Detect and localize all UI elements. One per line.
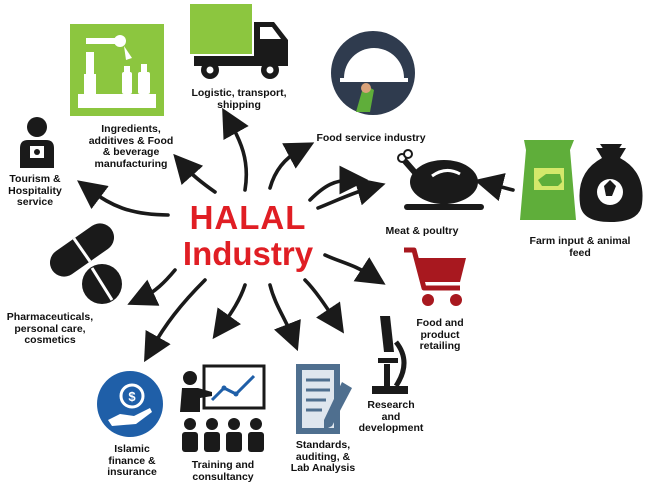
arrow-retail bbox=[323, 253, 386, 285]
arrow-meat-2 bbox=[308, 165, 369, 202]
label-ingredients: Ingredients, additives & Food & beverage… bbox=[88, 123, 174, 170]
label-farm: Farm input & animal feed bbox=[529, 235, 631, 259]
tray-icon bbox=[331, 31, 415, 115]
arrow-tourism bbox=[77, 180, 170, 217]
label-food-retail: Food and product retailing bbox=[416, 317, 464, 352]
label-meat: Meat & poultry bbox=[385, 225, 459, 237]
arrow-food-service bbox=[268, 142, 315, 190]
label-research: Research and development bbox=[358, 399, 424, 434]
coin-hand-icon: $ bbox=[97, 371, 163, 437]
person-badge-icon bbox=[20, 117, 54, 168]
truck-icon bbox=[190, 4, 288, 79]
arrow-training bbox=[212, 283, 247, 340]
arrow-research bbox=[303, 278, 344, 334]
feed-bags-icon bbox=[520, 140, 643, 222]
microscope-icon bbox=[372, 316, 408, 394]
label-food-service: Food service industry bbox=[316, 132, 426, 144]
presenter-icon bbox=[180, 364, 266, 452]
svg-text:$: $ bbox=[128, 389, 136, 404]
label-finance: Islamic finance & insurance bbox=[107, 443, 157, 478]
lab-icon bbox=[70, 24, 164, 116]
label-training: Training and consultancy bbox=[191, 459, 255, 483]
title-halal: HALAL bbox=[189, 199, 307, 236]
arrow-ingredients bbox=[173, 153, 217, 194]
center-title: HALAL Industry bbox=[168, 200, 328, 272]
arrow-standards bbox=[268, 283, 301, 352]
arrow-pharma bbox=[127, 268, 177, 306]
cart-icon bbox=[404, 247, 466, 306]
arrow-farm bbox=[474, 173, 515, 202]
label-standards: Standards, auditing, & Lab Analysis bbox=[290, 439, 356, 474]
label-pharma: Pharmaceuticals, personal care, cosmetic… bbox=[6, 311, 94, 346]
pill-icon bbox=[49, 223, 122, 304]
label-tourism: Tourism & Hospitality service bbox=[8, 173, 62, 208]
label-logistic: Logistic, transport, shipping bbox=[191, 87, 287, 111]
title-industry: Industry bbox=[182, 235, 314, 272]
arrow-logistic bbox=[222, 107, 249, 192]
document-icon bbox=[296, 364, 352, 434]
chicken-icon bbox=[397, 149, 484, 210]
arrow-finance bbox=[144, 278, 207, 363]
